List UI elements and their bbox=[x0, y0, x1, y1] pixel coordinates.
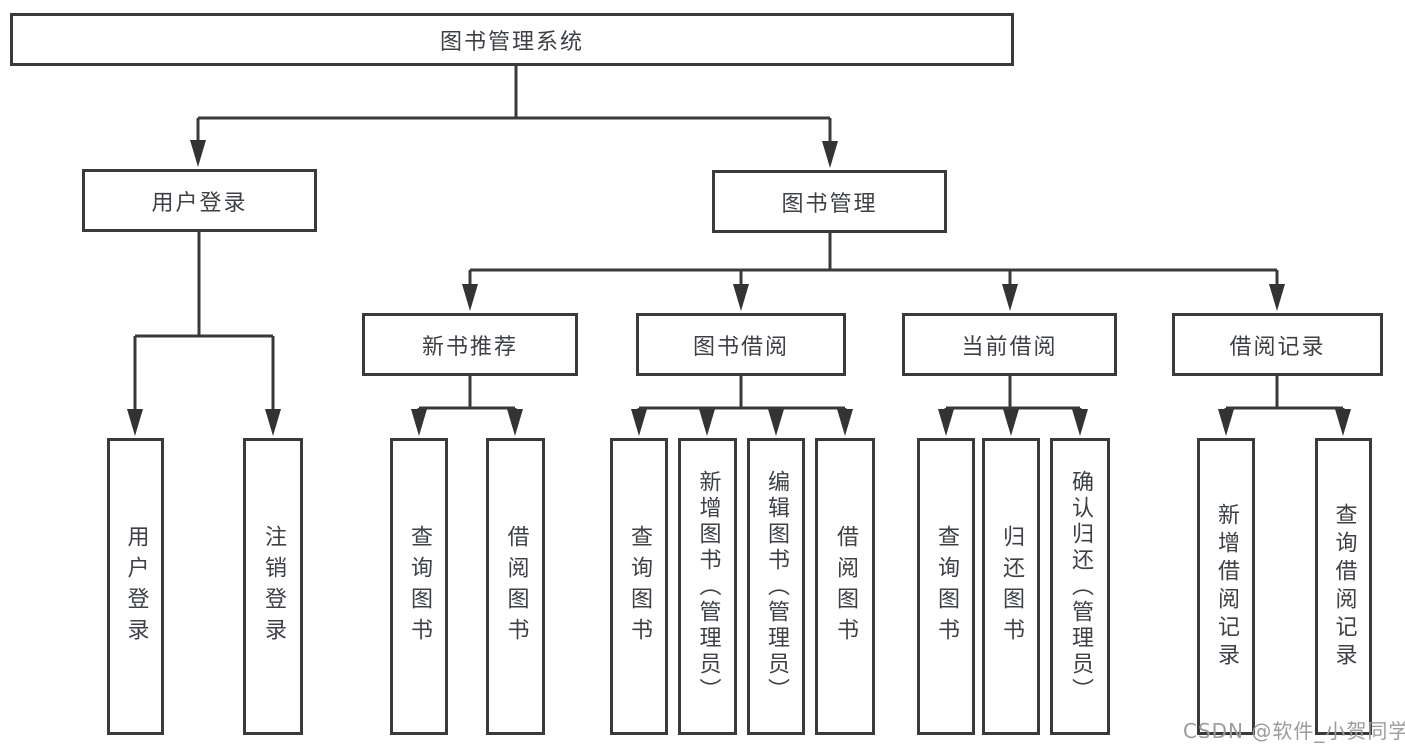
connector-current-borrow-children bbox=[944, 375, 1082, 416]
leaf-records-add-record: 新增借阅记录 bbox=[1197, 438, 1255, 735]
leaf-borrow-query-books-label: 查询图书 bbox=[627, 524, 652, 649]
leaf-newrec-query-books: 查询图书 bbox=[390, 438, 448, 735]
leaf-records-add-record-label: 新增借阅记录 bbox=[1214, 502, 1239, 671]
leaf-borrow-query-books: 查询图书 bbox=[610, 438, 668, 735]
node-book-management-label: 图书管理 bbox=[781, 191, 878, 217]
node-borrow-records-label: 借阅记录 bbox=[1229, 334, 1326, 360]
leaf-records-query-record-label: 查询借阅记录 bbox=[1331, 502, 1357, 671]
leaf-borrow-add-books-admin: 新增图书（管理员） bbox=[678, 438, 737, 735]
leaf-user-login-label: 用户登录 bbox=[123, 524, 149, 649]
node-user-login: 用户登录 bbox=[82, 169, 317, 232]
leaf-borrow-borrow-books-label: 借阅图书 bbox=[833, 524, 858, 649]
leaf-current-confirm-return-admin: 确认归还（管理员） bbox=[1050, 438, 1110, 735]
connector-borrow-records-children bbox=[1224, 375, 1345, 416]
leaf-records-query-record: 查询借阅记录 bbox=[1315, 438, 1372, 735]
node-book-management: 图书管理 bbox=[712, 170, 947, 233]
leaf-borrow-edit-books-admin-label: 编辑图书（管理员） bbox=[764, 469, 789, 704]
node-current-borrow-label: 当前借阅 bbox=[961, 334, 1058, 360]
node-new-book-recommend-label: 新书推荐 bbox=[421, 334, 518, 360]
leaf-current-confirm-return-admin-label: 确认归还（管理员） bbox=[1068, 469, 1093, 704]
connector-book-mgmt-children bbox=[468, 232, 1279, 290]
node-book-borrow-label: 图书借阅 bbox=[692, 334, 789, 360]
leaf-borrow-edit-books-admin: 编辑图书（管理员） bbox=[747, 438, 805, 735]
node-book-borrow: 图书借阅 bbox=[636, 313, 846, 376]
node-user-login-label: 用户登录 bbox=[151, 190, 248, 216]
leaf-borrow-borrow-books: 借阅图书 bbox=[815, 438, 875, 735]
connector-new-book-rec-children bbox=[417, 375, 517, 416]
leaf-user-login: 用户登录 bbox=[107, 438, 164, 735]
connector-book-borrow-children bbox=[637, 375, 847, 416]
leaf-current-query-books-label: 查询图书 bbox=[934, 524, 959, 649]
csdn-watermark: CSDN @软件_小贺同学 bbox=[1183, 719, 1405, 743]
connector-user-login-children bbox=[133, 232, 275, 415]
connector-root-to-level2 bbox=[196, 65, 832, 146]
leaf-current-return-books: 归还图书 bbox=[982, 438, 1040, 735]
node-root-library-system: 图书管理系统 bbox=[10, 13, 1014, 66]
leaf-logout-login: 注销登录 bbox=[243, 438, 303, 735]
leaf-newrec-borrow-books: 借阅图书 bbox=[486, 438, 545, 735]
node-new-book-recommend: 新书推荐 bbox=[362, 313, 578, 376]
leaf-current-query-books: 查询图书 bbox=[917, 438, 975, 735]
node-root-label: 图书管理系统 bbox=[439, 29, 584, 55]
leaf-borrow-add-books-admin-label: 新增图书（管理员） bbox=[695, 469, 721, 704]
leaf-newrec-borrow-books-label: 借阅图书 bbox=[503, 524, 529, 649]
leaf-newrec-query-books-label: 查询图书 bbox=[407, 524, 432, 649]
leaf-logout-login-label: 注销登录 bbox=[261, 524, 286, 649]
leaf-current-return-books-label: 归还图书 bbox=[999, 524, 1024, 649]
node-current-borrow: 当前借阅 bbox=[902, 313, 1117, 376]
node-borrow-records: 借阅记录 bbox=[1172, 313, 1383, 376]
